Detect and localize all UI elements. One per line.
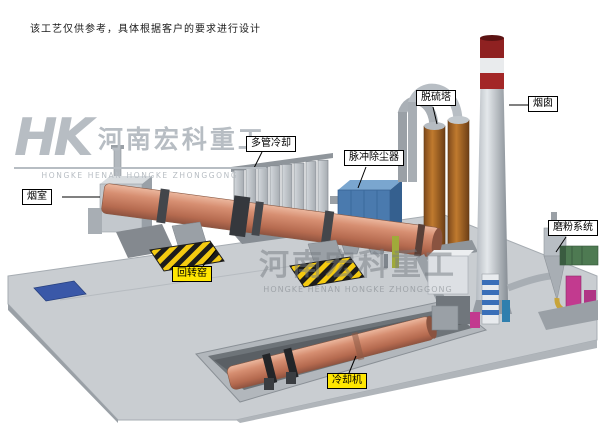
- striped-column: [481, 273, 500, 325]
- cooler-ring: [262, 353, 278, 385]
- label-multi-tube-cooler: 多管冷却: [246, 136, 296, 152]
- label-pulse-dust-collector: 脉冲除尘器: [344, 150, 404, 166]
- label-rotary-kiln: 回转窑: [172, 266, 212, 282]
- kiln-riding-ring: [320, 210, 335, 246]
- chimney-band-red: [480, 73, 504, 89]
- leader-multi-tube-cooler: [253, 151, 263, 169]
- cooler-ring: [283, 347, 299, 379]
- label-chimney: 烟囱: [528, 96, 558, 112]
- chimney-band-white: [480, 58, 504, 73]
- kiln-riding-ring: [251, 201, 264, 237]
- label-milling-system: 磨粉系统: [548, 220, 598, 236]
- label-smoke-chamber: 烟室: [22, 189, 52, 205]
- kiln-girth-gear: [229, 195, 251, 238]
- cyclone: [543, 255, 567, 301]
- desulf-tower: [447, 119, 470, 247]
- tower-duct: [407, 83, 463, 123]
- support-base-hazard: [289, 256, 365, 288]
- leader-cooling-machine: [348, 355, 357, 374]
- chimney-band-red: [480, 38, 504, 58]
- leader-rotary-kiln: [202, 249, 217, 267]
- desulfurization-towers: [397, 83, 478, 260]
- leader-milling-system: [555, 236, 567, 253]
- label-desulfurization-tower: 脱硫塔: [416, 90, 456, 106]
- disclaimer-note: 该工艺仅供参考，具体根据客户的要求进行设计: [30, 24, 261, 35]
- kiln-riding-ring: [156, 188, 170, 224]
- leader-pulse-dust-collector: [357, 166, 367, 189]
- chimney: [472, 35, 512, 314]
- leader-lines: [62, 104, 567, 374]
- cooling-machine: [227, 305, 459, 390]
- leader-desulfurization-tower: [432, 106, 438, 125]
- rotary-kiln: [101, 183, 443, 258]
- blue-pad: [33, 280, 87, 302]
- label-cooling-machine: 冷却机: [327, 373, 367, 389]
